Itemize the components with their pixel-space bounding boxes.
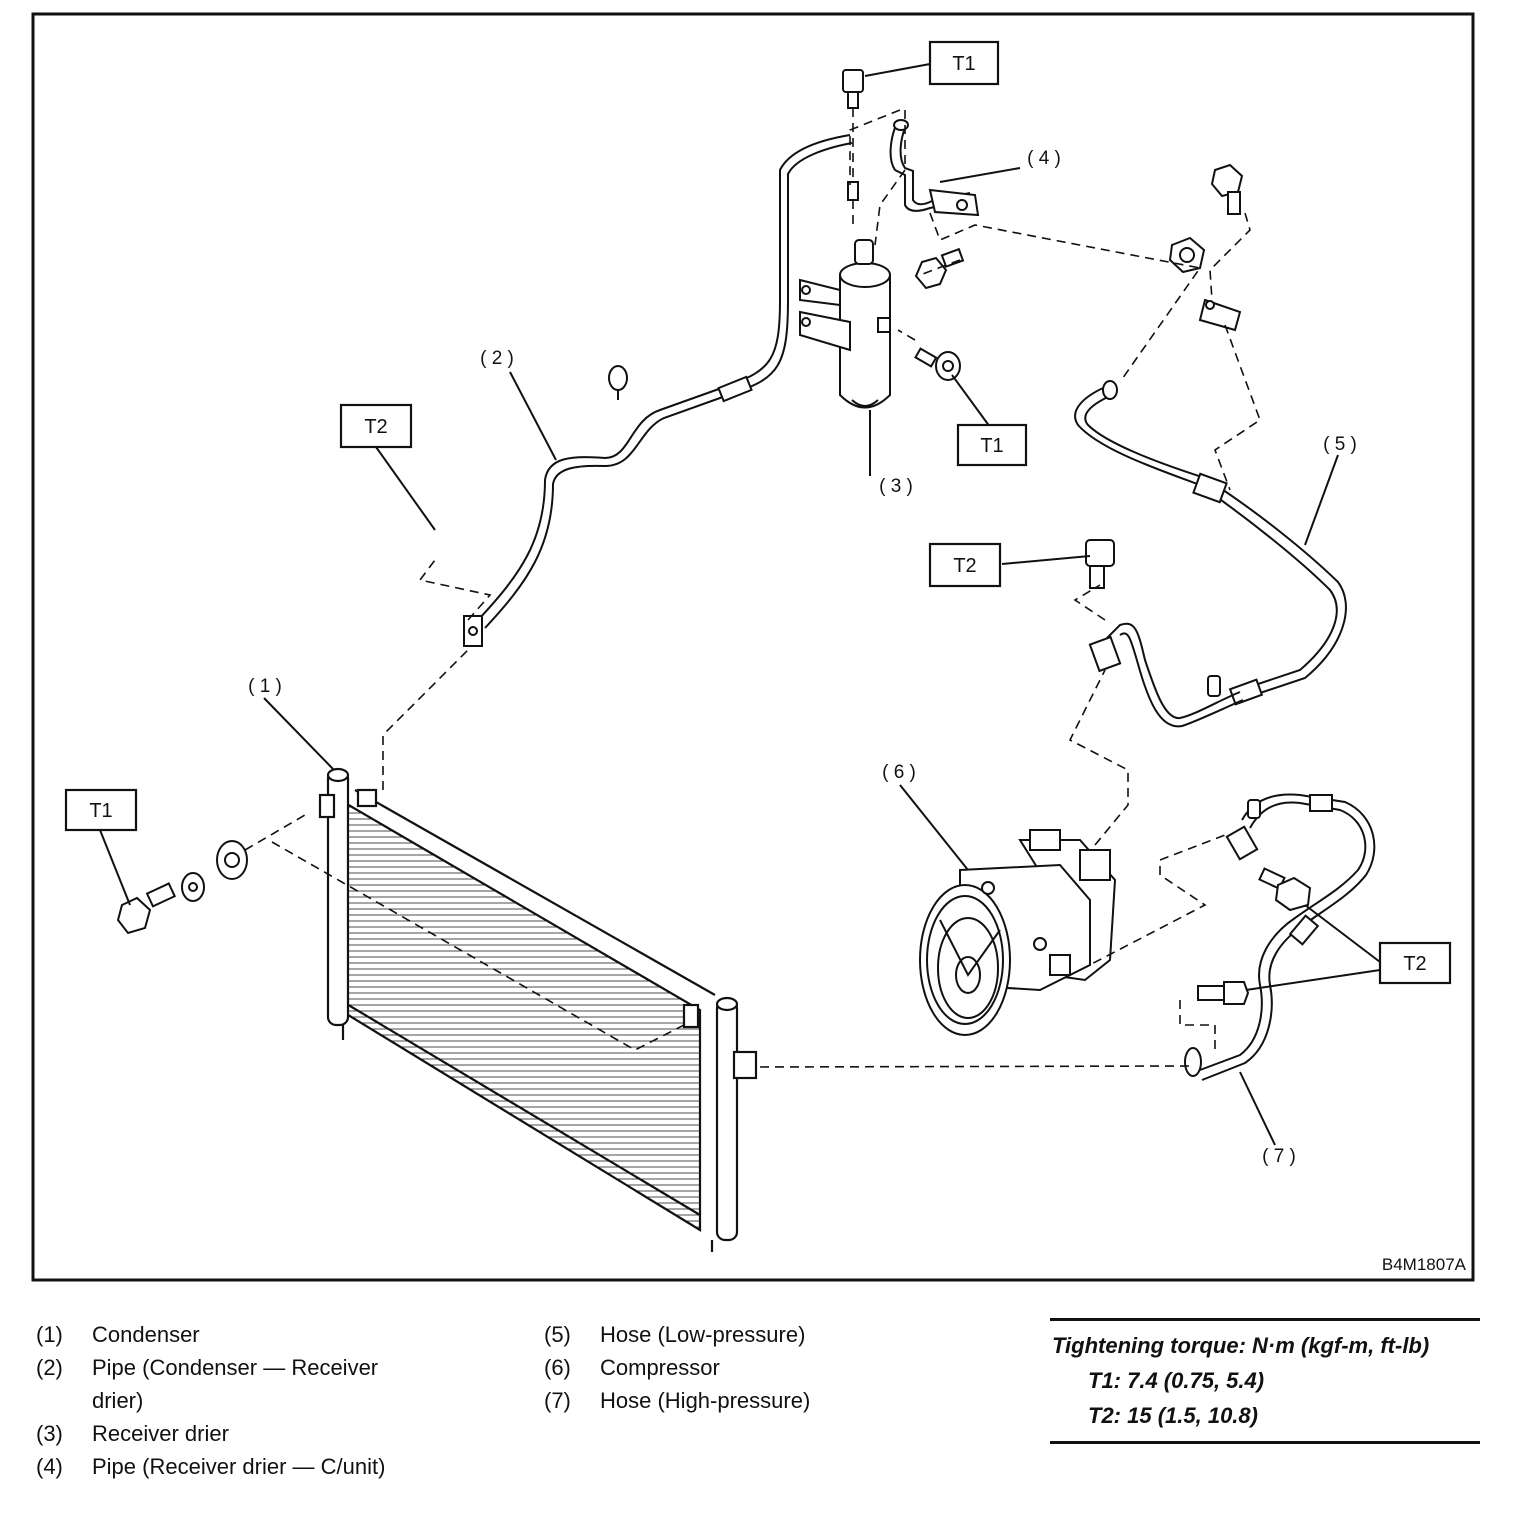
legend-item: (1) Condenser xyxy=(36,1318,506,1351)
torque-tag-t2: T2 xyxy=(339,403,413,449)
svg-text:T2: T2 xyxy=(953,555,976,577)
legend-number: (4) xyxy=(36,1454,63,1479)
assembly-lines xyxy=(244,108,1261,1068)
legend-text: Hose (Low-pressure) xyxy=(600,1322,806,1347)
pipe-condenser-receiver xyxy=(463,134,853,647)
svg-text:T2: T2 xyxy=(1403,953,1426,975)
torque-tag-t1: T1 xyxy=(64,788,138,832)
legend-item: (4) Pipe (Receiver drier — C/unit) xyxy=(36,1450,506,1483)
callout-5: ( 5 ) xyxy=(1323,434,1357,455)
legend-item: (3) Receiver drier xyxy=(36,1417,506,1450)
legend-item: (6) Compressor xyxy=(544,1351,964,1384)
hose-high-pressure xyxy=(1184,793,1376,1081)
pipe-receiver-cunit xyxy=(889,119,980,217)
svg-text:T1: T1 xyxy=(980,435,1003,457)
legend-text: Receiver drier xyxy=(92,1421,229,1446)
callout-7: ( 7 ) xyxy=(1262,1146,1296,1167)
legend-number: (7) xyxy=(544,1388,571,1413)
receiver-bolts xyxy=(842,69,965,381)
legend-text: Hose (High-pressure) xyxy=(600,1388,811,1413)
torque-tag-t2: T2 xyxy=(928,542,1002,588)
legend-number: (6) xyxy=(544,1355,571,1380)
hose-low-pressure xyxy=(1074,380,1347,728)
diagram-code: B4M1807A xyxy=(1382,1255,1467,1274)
receiver-drier xyxy=(799,239,891,409)
torque-tag-t1: T1 xyxy=(928,40,1000,86)
legend-text: Condenser xyxy=(92,1322,200,1347)
torque-tag-t2: T2 xyxy=(1378,941,1452,985)
callout-2: ( 2 ) xyxy=(480,348,514,369)
high-pressure-hardware xyxy=(1197,867,1312,1005)
callout-3: ( 3 ) xyxy=(879,476,913,497)
torque-tags: T1 T2 T1 T2 T1 T2 xyxy=(64,40,1452,985)
torque-tag-t1: T1 xyxy=(956,423,1028,467)
compressor xyxy=(919,829,1117,1036)
legend-text: Pipe (Receiver drier — C/unit) xyxy=(92,1454,386,1479)
callout-1: ( 1 ) xyxy=(248,676,282,697)
tightening-torque-box: Tightening torque: N·m (kgf-m, ft-lb) T1… xyxy=(1050,1318,1480,1444)
ac-system-exploded-diagram: T1 T2 T1 T2 T1 T2 ( 1 ) ( 2 ) ( 3 ) ( 4 … xyxy=(31,12,1475,1282)
svg-text:T2: T2 xyxy=(364,416,387,438)
callout-6: ( 6 ) xyxy=(882,762,916,783)
condenser xyxy=(318,767,758,1252)
torque-title: Tightening torque: N·m (kgf-m, ft-lb) xyxy=(1052,1333,1430,1358)
diagram-frame xyxy=(31,12,1475,1282)
svg-text:T1: T1 xyxy=(952,53,975,75)
legend-number: (5) xyxy=(544,1322,571,1347)
parts-legend-left: (1) Condenser (2) Pipe (Condenser — Rece… xyxy=(36,1318,506,1483)
condenser-mount-hardware xyxy=(116,840,248,935)
legend-number: (2) xyxy=(36,1355,63,1380)
legend-item: (7) Hose (High-pressure) xyxy=(544,1384,964,1417)
svg-text:T1: T1 xyxy=(89,800,112,822)
callout-4: ( 4 ) xyxy=(1027,148,1061,169)
parts-legend-right: (5) Hose (Low-pressure) (6) Compressor (… xyxy=(544,1318,964,1417)
legend-item: (5) Hose (Low-pressure) xyxy=(544,1318,964,1351)
legend-text: Pipe (Condenser — Receiver drier) xyxy=(92,1355,379,1413)
torque-spec-t2: T2: 15 (1.5, 10.8) xyxy=(1088,1403,1258,1428)
low-pressure-hardware xyxy=(1085,163,1244,589)
legend-number: (1) xyxy=(36,1322,63,1347)
legend-number: (3) xyxy=(36,1421,63,1446)
callout-labels: ( 1 ) ( 2 ) ( 3 ) ( 4 ) ( 5 ) ( 6 ) ( 7 … xyxy=(248,148,1357,1167)
torque-spec-t1: T1: 7.4 (0.75, 5.4) xyxy=(1088,1368,1265,1393)
leader-lines xyxy=(99,63,1381,1146)
legend-item: (2) Pipe (Condenser — Receiver drier) xyxy=(36,1351,506,1417)
legend-text: Compressor xyxy=(600,1355,720,1380)
